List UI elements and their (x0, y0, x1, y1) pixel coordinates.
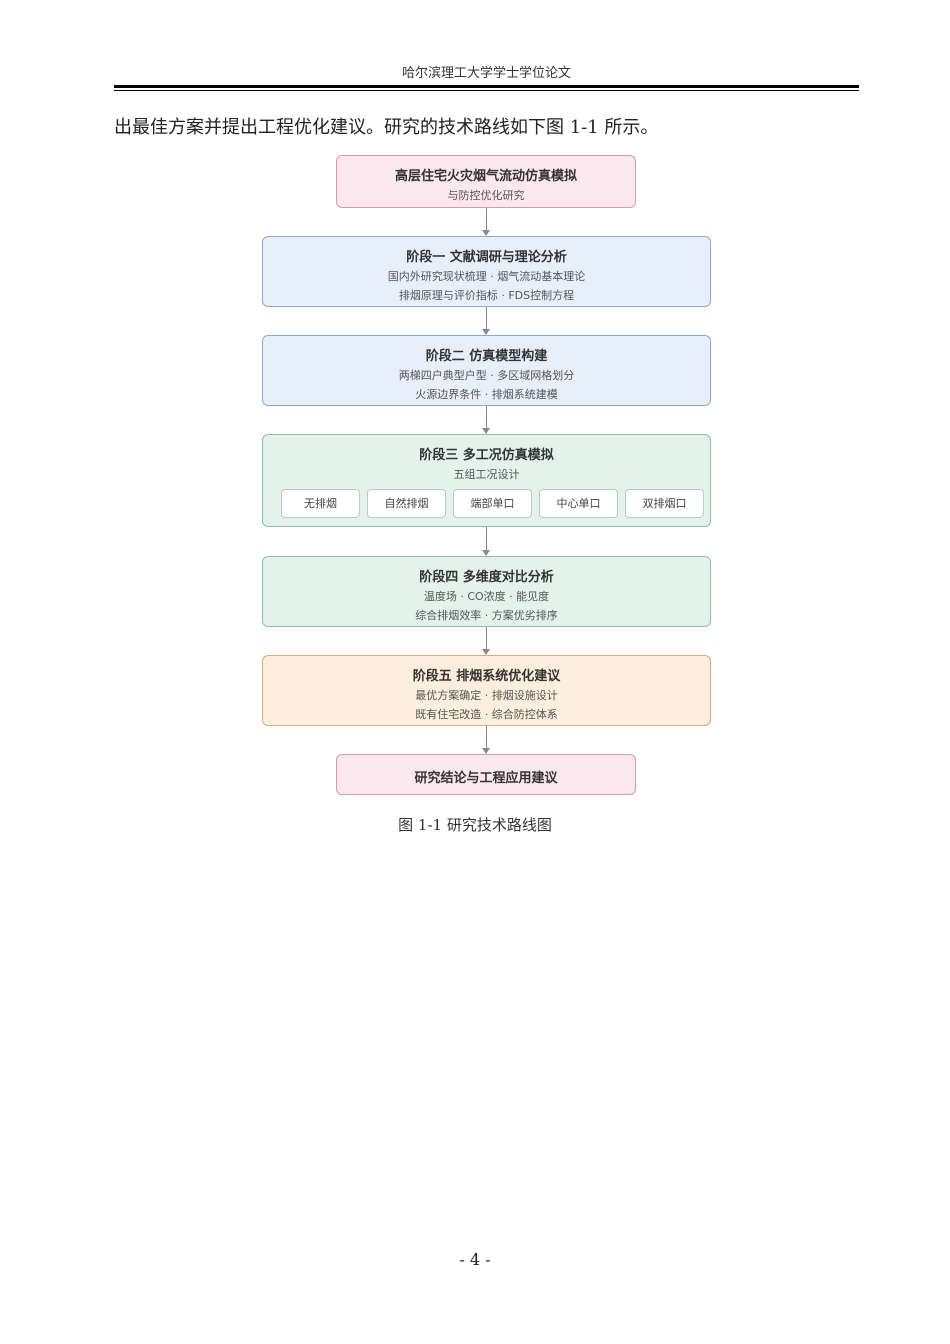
case-chip-no-exhaust: 无排烟 (281, 489, 360, 518)
flow-node-stage3: 阶段三 多工况仿真模拟 五组工况设计 无排烟 自然排烟 端部单口 中心单口 双排… (262, 434, 711, 527)
stage2-line2: 火源边界条件 · 排烟系统建模 (415, 388, 558, 401)
stage2-line1: 两梯四户典型户型 · 多区域网格划分 (398, 369, 575, 382)
conclusion-title: 研究结论与工程应用建议 (414, 771, 558, 786)
flow-arrow-6 (482, 726, 490, 754)
page-number: - 4 - (459, 1250, 491, 1269)
flow-arrow-4 (482, 527, 490, 556)
stage1-line2: 排烟原理与评价指标 · FDS控制方程 (398, 289, 575, 302)
body-paragraph: 出最佳方案并提出工程优化建议。研究的技术路线如下图 1-1 所示。 (114, 117, 659, 138)
figure-caption: 图 1-1 研究技术路线图 (398, 816, 552, 834)
flow-arrow-5 (482, 627, 490, 655)
case-chip-natural-exhaust: 自然排烟 (367, 489, 446, 518)
stage3-subtitle: 五组工况设计 (453, 468, 520, 481)
flow-node-conclusion: 研究结论与工程应用建议 (336, 754, 636, 795)
flow-arrow-2 (482, 307, 490, 335)
header-rule-thin (114, 90, 859, 91)
stage2-title: 阶段二 仿真模型构建 (425, 349, 548, 364)
stage5-line2: 既有住宅改造 · 综合防控体系 (415, 708, 558, 721)
stage5-line1: 最优方案确定 · 排烟设施设计 (415, 689, 558, 702)
stage4-line2: 综合排烟效率 · 方案优劣排序 (415, 609, 558, 622)
flow-node-stage5: 阶段五 排烟系统优化建议 最优方案确定 · 排烟设施设计 既有住宅改造 · 综合… (262, 655, 711, 726)
flow-node-stage1: 阶段一 文献调研与理论分析 国内外研究现状梳理 · 烟气流动基本理论 排烟原理与… (262, 236, 711, 307)
case-chip-center-single: 中心单口 (539, 489, 618, 518)
flow-node-topic-title: 高层住宅火灾烟气流动仿真模拟 (394, 169, 577, 184)
flow-node-stage4: 阶段四 多维度对比分析 温度场 · CO浓度 · 能见度 综合排烟效率 · 方案… (262, 556, 711, 627)
flow-node-topic: 高层住宅火灾烟气流动仿真模拟 与防控优化研究 (336, 155, 636, 208)
stage5-title: 阶段五 排烟系统优化建议 (412, 669, 561, 684)
stage4-line1: 温度场 · CO浓度 · 能见度 (423, 590, 550, 603)
case-chip-end-single: 端部单口 (453, 489, 532, 518)
flow-arrow-3 (482, 406, 490, 434)
stage1-title: 阶段一 文献调研与理论分析 (406, 250, 567, 265)
flow-node-topic-subtitle: 与防控优化研究 (447, 189, 525, 202)
stage1-line1: 国内外研究现状梳理 · 烟气流动基本理论 (387, 270, 586, 283)
stage3-title: 阶段三 多工况仿真模拟 (419, 448, 554, 463)
flow-arrow-1 (482, 208, 490, 236)
case-chip-dual-outlet: 双排烟口 (625, 489, 704, 518)
running-header: 哈尔滨理工大学学士学位论文 (401, 66, 571, 81)
stage4-title: 阶段四 多维度对比分析 (419, 570, 554, 585)
flow-node-stage2: 阶段二 仿真模型构建 两梯四户典型户型 · 多区域网格划分 火源边界条件 · 排… (262, 335, 711, 406)
header-rule-thick (114, 85, 859, 88)
